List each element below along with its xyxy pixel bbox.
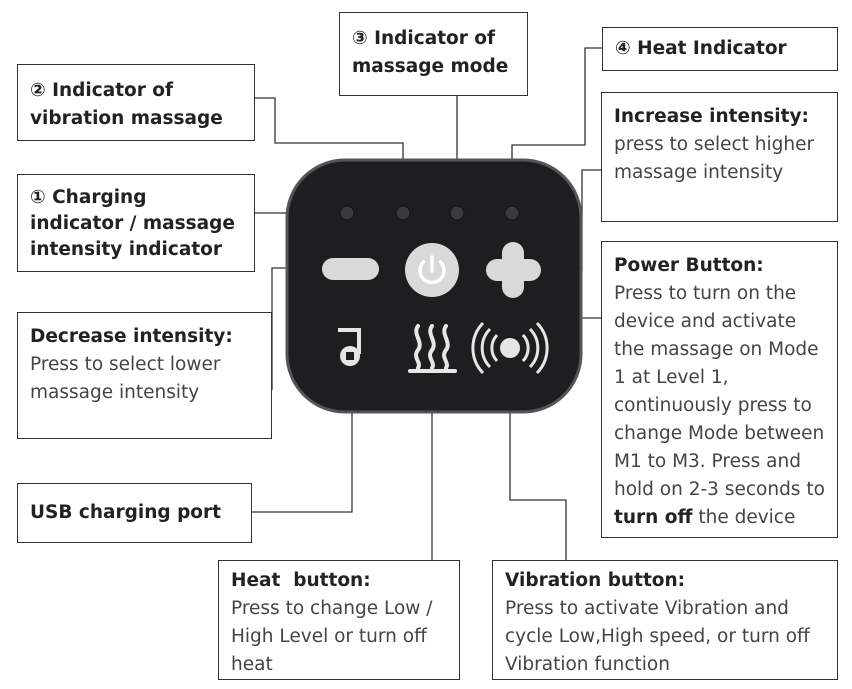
label-power-button: Power Button: Press to turn on the devic… [601, 241, 838, 538]
label-usb-port: USB charging port [17, 483, 252, 543]
minus-icon[interactable] [322, 258, 379, 280]
power-icon[interactable] [405, 243, 459, 297]
vibration-button-desc: Press to activate Vibration and cycle Lo… [505, 598, 810, 675]
heat-button-desc: Press to change Low / High Level or turn… [231, 598, 433, 675]
label-heat-indicator: ④ Heat Indicator [602, 27, 838, 71]
label-massage-mode-indicator: ③ Indicator of massage mode [339, 12, 528, 96]
line-vibration-button [509, 375, 567, 560]
massager-controller [285, 158, 583, 414]
line-usb [252, 370, 353, 513]
decrease-desc: Press to select lower massage intensity [30, 354, 221, 403]
usb-port-icon[interactable] [338, 328, 361, 366]
power-desc: Press to turn on the device and activate… [614, 283, 825, 500]
led-heat [504, 205, 520, 221]
label-massage-mode-text: ③ Indicator of massage mode [352, 28, 509, 77]
label-vibration-indicator-text: ② Indicator of vibration massage [30, 80, 223, 129]
led-massage-mode [449, 205, 465, 221]
label-increase-intensity: Increase intensity: press to select high… [601, 92, 838, 222]
increase-title: Increase intensity: [614, 106, 809, 127]
label-charging-indicator: ① Charging indicator / massage intensity… [17, 174, 255, 272]
led-vibration [395, 205, 411, 221]
label-charging-indicator-text: ① Charging indicator / massage intensity… [30, 187, 235, 260]
heat-button-title: Heat button: [231, 570, 371, 591]
usb-text: USB charging port [30, 502, 221, 523]
power-desc-tail: the device [692, 507, 796, 528]
label-heat-button: Heat button: Press to change Low / High … [218, 560, 460, 680]
power-desc-bold: turn off [614, 507, 693, 528]
label-decrease-intensity: Decrease intensity: Press to select lowe… [17, 312, 272, 439]
increase-desc: press to select higher massage intensity [614, 134, 815, 183]
vibration-icon[interactable] [471, 321, 549, 375]
decrease-title: Decrease intensity: [30, 326, 233, 347]
led-charging [339, 205, 355, 221]
label-heat-indicator-text: ④ Heat Indicator [615, 38, 787, 59]
label-vibration-indicator: ② Indicator of vibration massage [17, 64, 255, 141]
plus-icon[interactable] [486, 242, 541, 298]
power-title: Power Button: [614, 255, 764, 276]
heat-icon[interactable] [408, 324, 457, 373]
vibration-button-title: Vibration button: [505, 570, 686, 591]
label-vibration-button: Vibration button: Press to activate Vibr… [492, 560, 838, 680]
